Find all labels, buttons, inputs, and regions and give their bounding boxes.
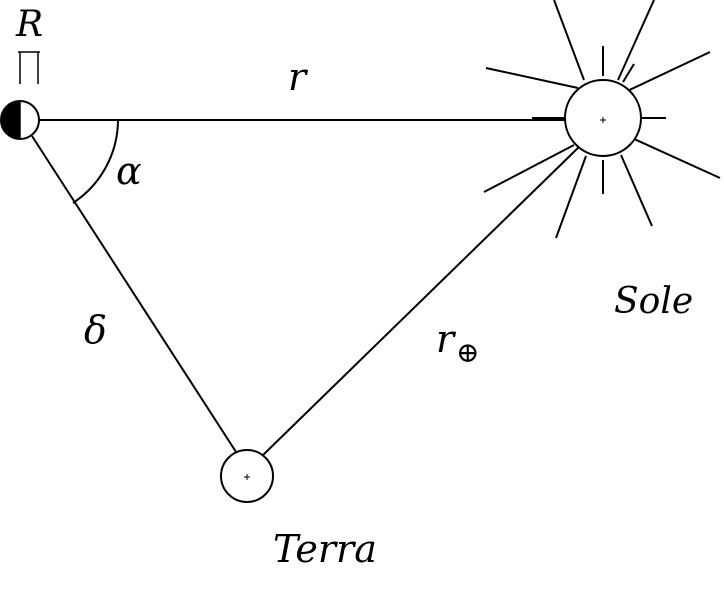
label-earth-sun-distance: r⊕ [436, 317, 480, 369]
radius-marker [18, 51, 40, 84]
object-body-icon [0, 100, 40, 140]
sun-disc-icon [564, 79, 642, 157]
label-phase-angle: α [116, 149, 142, 193]
label-earth-sun-distance-subscript: ⊕ [456, 336, 479, 369]
label-object-sun-distance: r [288, 55, 309, 99]
label-object-radius: R [15, 4, 43, 45]
label-object-earth-distance: δ [84, 308, 107, 352]
label-earth: Terra [273, 527, 377, 571]
phase-angle-arc [72, 119, 119, 204]
earth-disc-icon [220, 449, 274, 503]
sun-rays-icon [483, 0, 721, 239]
label-earth-sun-distance-base: r [436, 317, 457, 361]
earth-sun-line [261, 145, 581, 457]
label-sun: Sole [614, 281, 693, 322]
object-earth-line [31, 135, 239, 456]
